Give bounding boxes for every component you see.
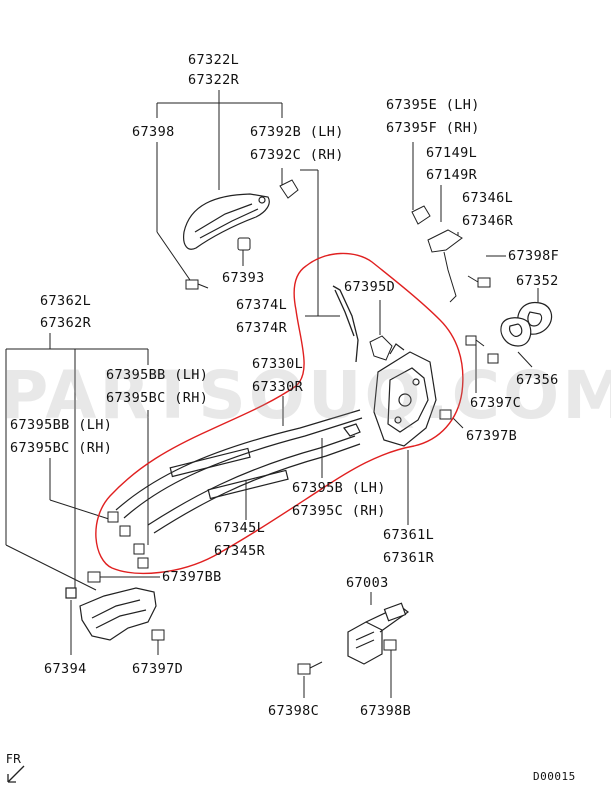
striker-part [500,317,532,347]
bolt-part [297,639,397,675]
door-latch-part [373,343,437,447]
label-67392c: 67392C (RH) [250,147,344,163]
label-67397b: 67397B [466,428,518,444]
label-67374l: 67374L [236,297,288,313]
label-67397bb: 67397BB [162,569,222,585]
label-67149l: 67149L [426,145,478,161]
clip-part [369,335,393,361]
label-67346r: 67346R [462,213,514,229]
label-67393: 67393 [222,270,265,286]
label-67398c: 67398C [268,703,320,719]
bolt-part [467,275,491,288]
label-67392b: 67392B (LH) [250,124,344,140]
leader-line [156,231,191,281]
label-67330r: 67330R [252,379,304,395]
label-67345l: 67345L [214,520,266,536]
clip-part [107,511,149,569]
bolt-part [185,279,209,290]
label-67362l: 67362L [40,293,92,309]
label-67361r: 67361R [383,550,435,566]
highlight-outline [95,252,464,575]
label-67395bb-left: 67395BB (LH) [10,417,113,433]
label-67395c: 67395C (RH) [292,503,386,519]
label-67003: 67003 [346,575,389,591]
label-67394: 67394 [44,661,87,677]
label-67397d: 67397D [132,661,184,677]
label-67395bc-top: 67395BC (RH) [106,390,209,406]
door-checker-part [347,602,410,665]
label-67149r: 67149R [426,167,478,183]
label-67398f: 67398F [508,248,560,264]
label-67352: 67352 [516,273,559,289]
bolt-part [439,409,452,420]
label-67374r: 67374R [236,320,288,336]
label-67330l: 67330L [252,356,304,372]
label-67361l: 67361L [383,527,435,543]
leader-line [5,544,97,591]
label-67397c: 67397C [470,395,522,411]
front-direction-label: FR [6,752,22,766]
leader-line [517,351,533,368]
label-67346l: 67346L [462,190,514,206]
label-67395bb-top: 67395BB (LH) [106,367,209,383]
label-67322l: 67322L [188,52,240,68]
rod-part [332,285,359,363]
label-67398b: 67398B [360,703,412,719]
leader-line [49,499,113,521]
outside-handle-part [183,193,270,250]
drawing-code: D00015 [533,770,576,783]
bolt-part [151,629,165,641]
bracket-part [279,179,299,199]
clip-part [237,237,251,251]
label-67395bc-left: 67395BC (RH) [10,440,113,456]
bolt-part [465,335,499,364]
label-67395f: 67395F (RH) [386,120,480,136]
lever-part [411,205,463,303]
label-67395b: 67395B (LH) [292,480,386,496]
front-direction-arrow-icon [7,765,25,783]
bolt-part [87,571,101,583]
leader-line [452,417,464,429]
label-67322r: 67322R [188,72,240,88]
inside-handle-part [65,587,157,641]
cable-part [115,409,363,534]
label-67356: 67356 [516,372,559,388]
label-67362r: 67362R [40,315,92,331]
label-67395d: 67395D [344,279,396,295]
label-67395e: 67395E (LH) [386,97,480,113]
label-67345r: 67345R [214,543,266,559]
label-67398: 67398 [132,124,175,140]
